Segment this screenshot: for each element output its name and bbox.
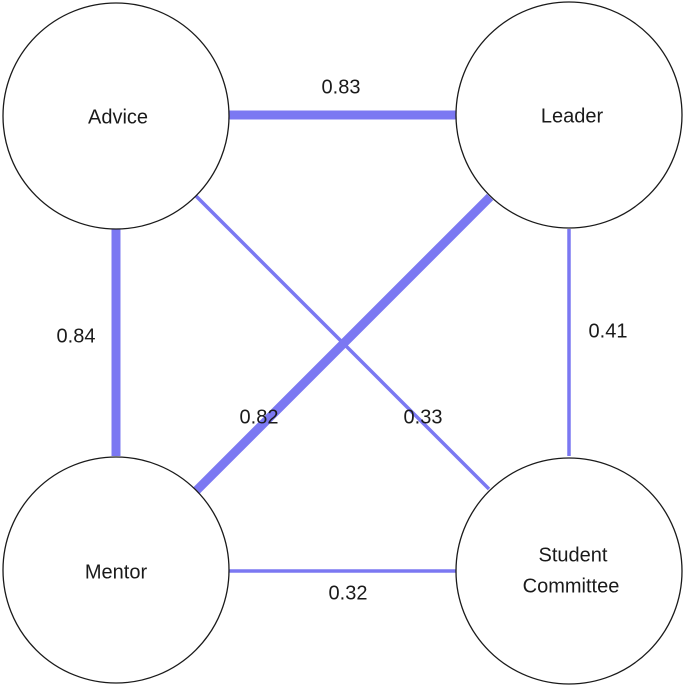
node-mentor: Mentor [2, 456, 230, 684]
node-advice: Advice [2, 2, 230, 230]
node-label-advice: Advice [88, 106, 148, 128]
edge-labels: 0.83 0.84 0.82 0.33 0.41 0.32 [57, 76, 628, 604]
edge-label-advice-mentor: 0.84 [57, 325, 96, 347]
node-label-student-committee-line2: Committee [523, 575, 620, 597]
node-student-committee: Student Committee [455, 457, 683, 685]
edge-label-advice-leader: 0.83 [322, 76, 361, 98]
edge-label-leader-mentor: 0.82 [240, 406, 279, 428]
node-label-student-committee-line1: Student [539, 544, 608, 566]
node-label-mentor: Mentor [85, 561, 148, 583]
edges [111, 110, 571, 573]
edge-label-advice-student-committee: 0.33 [404, 406, 443, 428]
edge-advice-student-committee [193, 193, 491, 491]
edge-label-mentor-student-committee: 0.32 [329, 582, 368, 604]
edge-label-leader-student-committee: 0.41 [589, 320, 628, 342]
node-leader: Leader [455, 1, 683, 229]
node-label-leader: Leader [541, 105, 604, 127]
